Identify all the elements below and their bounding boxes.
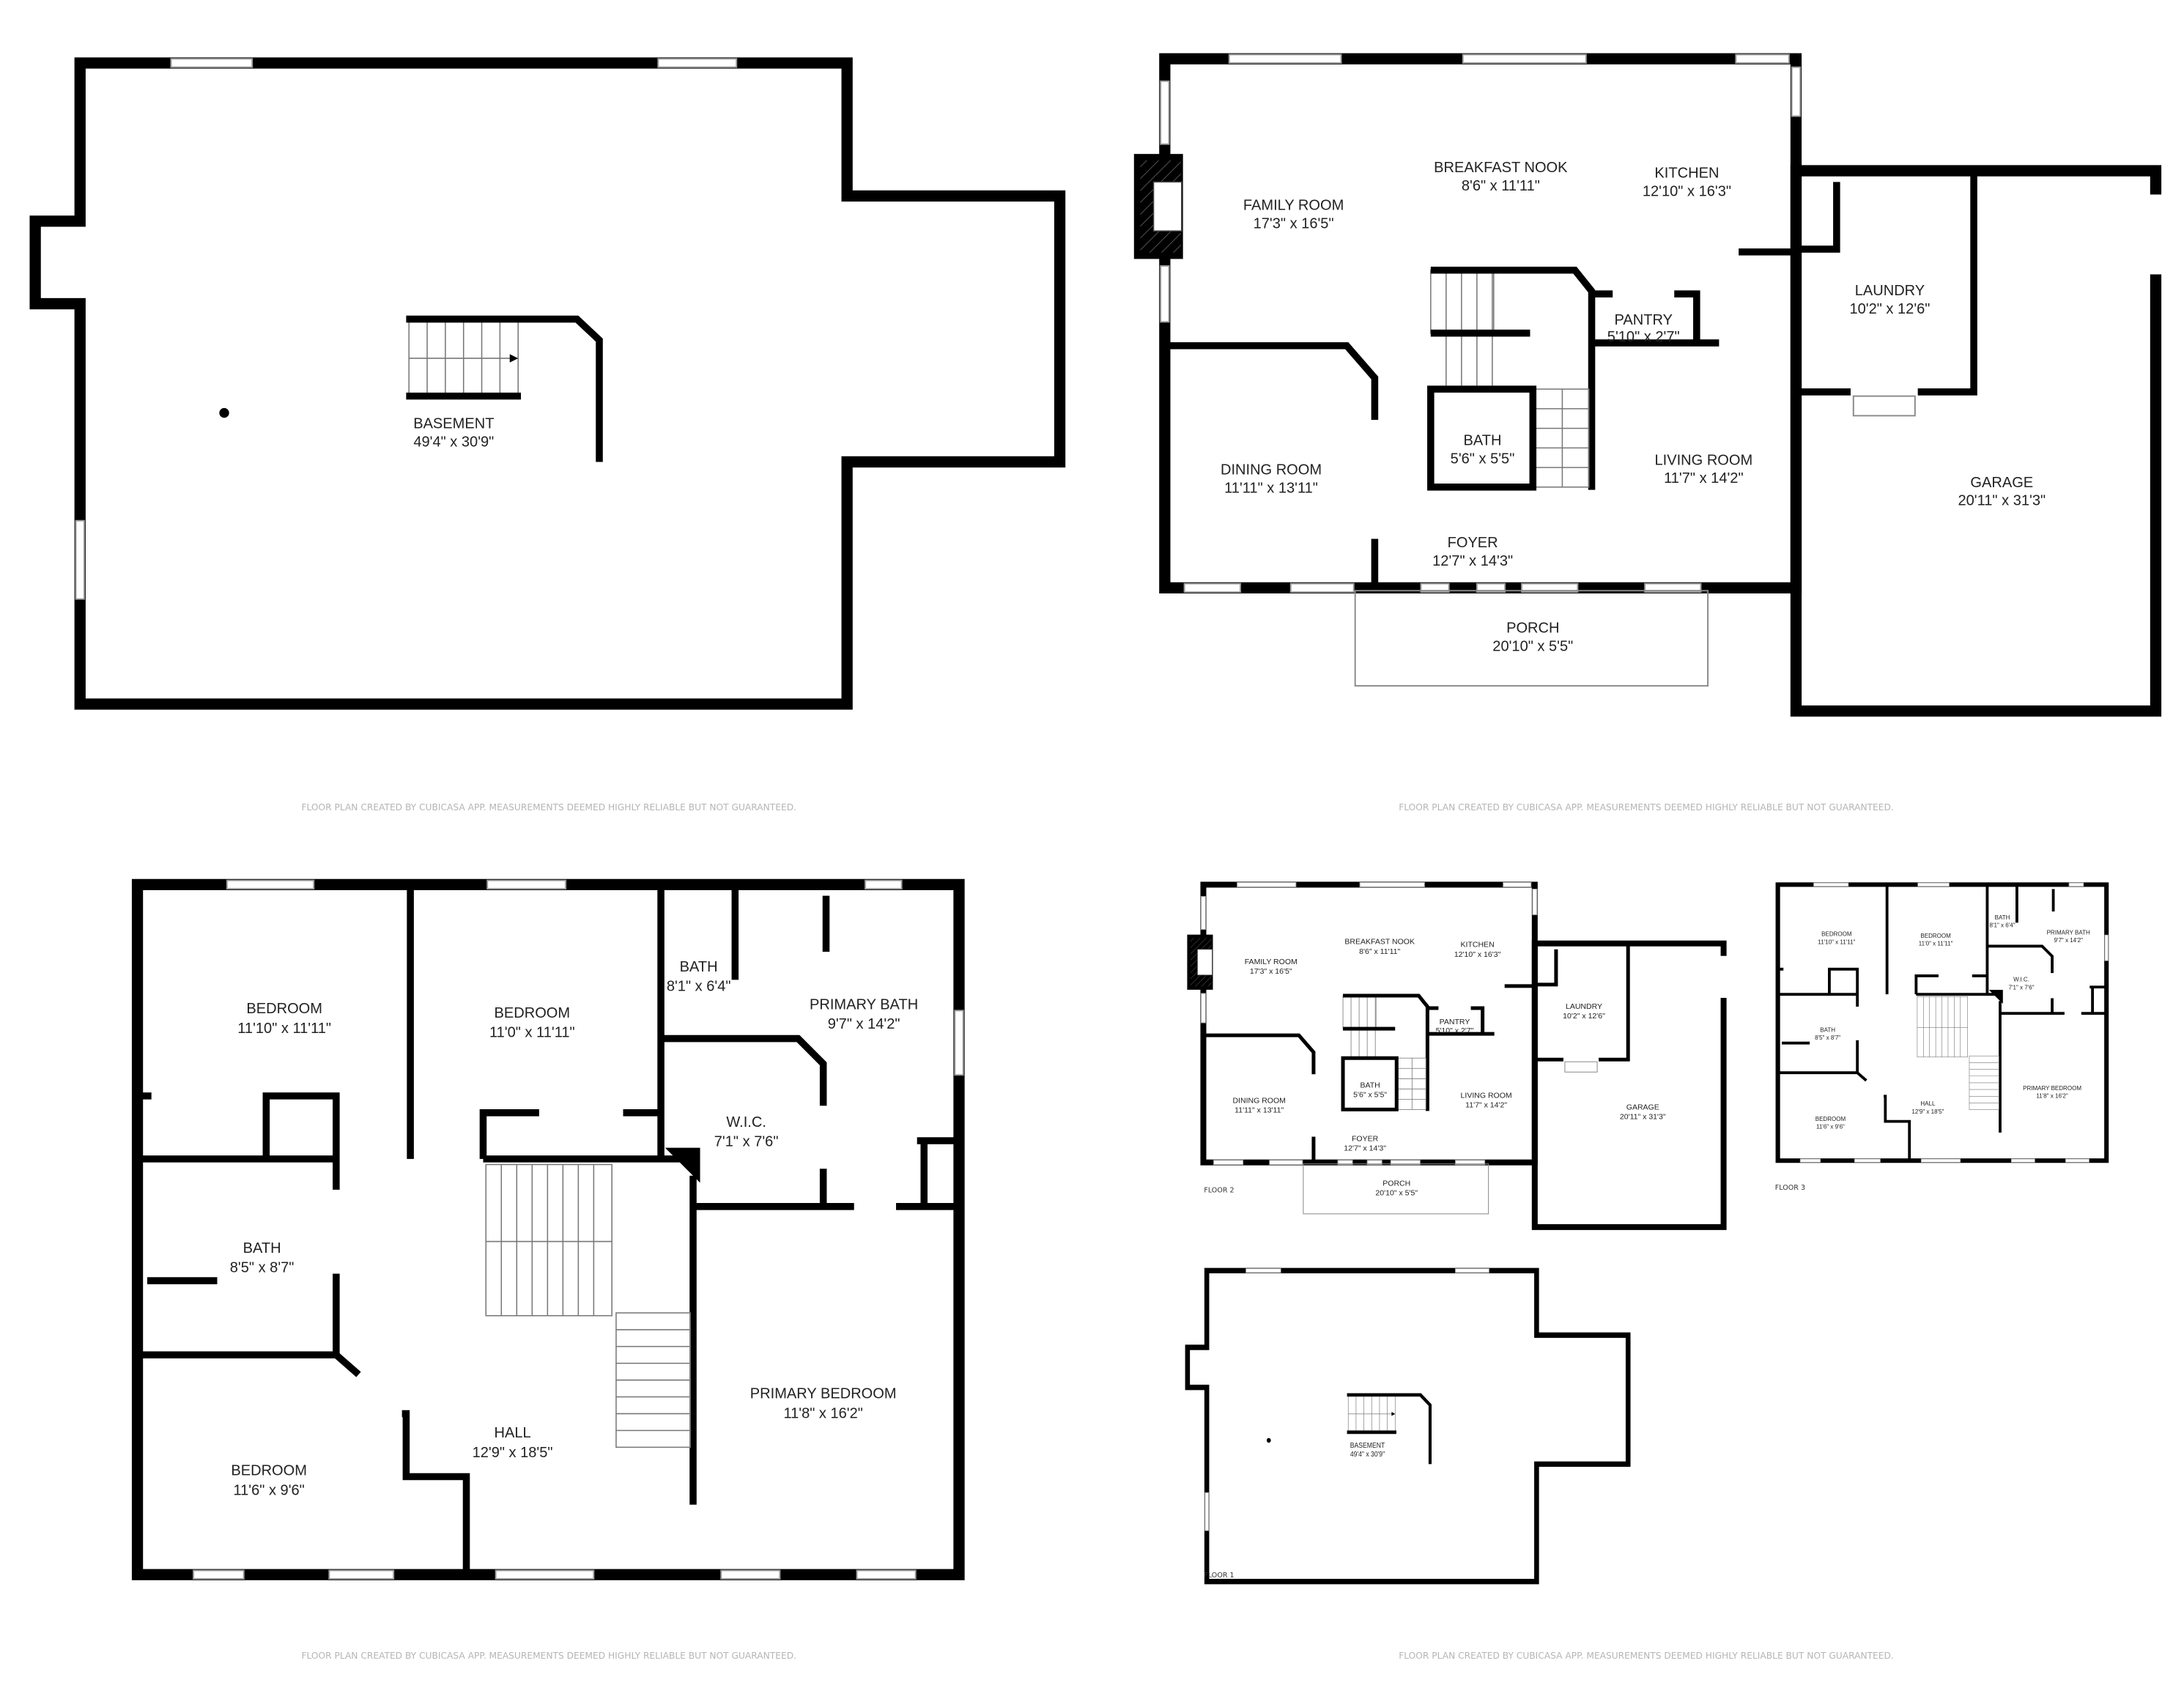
overview-floor-3 — [1778, 883, 2109, 1162]
room-label: DINING ROOM — [1221, 462, 1322, 478]
room-label: 11'8" x 16'2" — [783, 1405, 862, 1421]
window — [170, 58, 253, 68]
disclaimer: FLOOR PLAN CREATED BY CUBICASA APP. MEAS… — [301, 802, 796, 812]
room-label: 20'10" x 5'5" — [1492, 638, 1573, 654]
room-label: PANTRY — [1614, 312, 1672, 328]
floor-3-label: FLOOR 3 — [1775, 1184, 1805, 1192]
disclaimer: FLOOR PLAN CREATED BY CUBICASA APP. MEAS… — [301, 1651, 796, 1661]
room-label: FAMILY ROOM — [1243, 198, 1344, 214]
garage-wall — [1790, 165, 2162, 717]
room-label: PRIMARY BATH — [810, 996, 918, 1013]
overview-floor-1 — [1188, 1269, 1628, 1582]
room-label: PORCH — [1506, 621, 1559, 637]
room-label: BATH — [1464, 433, 1502, 449]
room-label: PRIMARY BEDROOM — [750, 1386, 897, 1402]
basement-outer-wall — [29, 57, 1066, 710]
room-label: 9'7" x 14'2" — [828, 1016, 900, 1032]
room-label: BATH — [680, 959, 718, 975]
main-outer-wall — [1159, 53, 1802, 594]
room-label: 11'0" x 11'11" — [489, 1025, 575, 1041]
floor-drain-icon — [219, 407, 229, 418]
room-label: KITCHEN — [1654, 166, 1719, 182]
room-label: BEDROOM — [495, 1005, 571, 1021]
room-label: 11'11" x 13'11" — [1224, 480, 1318, 496]
disclaimer: FLOOR PLAN CREATED BY CUBICASA APP. MEAS… — [1399, 802, 1894, 812]
room-label: HALL — [494, 1425, 530, 1441]
room-label: BATH — [243, 1240, 281, 1256]
room-label: GARAGE — [1970, 475, 2033, 491]
room-label: 12'7" x 14'3" — [1432, 553, 1513, 569]
room-label: 11'7" x 14'2" — [1664, 470, 1743, 486]
floor-2-label: FLOOR 2 — [1204, 1187, 1234, 1195]
stair-wall — [406, 315, 603, 462]
room-label: LAUNDRY — [1855, 283, 1925, 299]
floor-1-plan: BASEMENT 49'4" x 30'9" — [29, 57, 1066, 710]
disclaimer: FLOOR PLAN CREATED BY CUBICASA APP. MEAS… — [1399, 1651, 1894, 1661]
overview-floor-2 — [1187, 882, 1723, 1226]
room-label: 8'5" x 8'7" — [230, 1260, 295, 1276]
window — [75, 519, 85, 600]
bath-wall — [1427, 385, 1537, 491]
room-label: 5'10" x 2'7" — [1607, 329, 1680, 345]
room-label: 11'10" x 11'11" — [237, 1021, 331, 1037]
porch — [1354, 590, 1709, 687]
room-label: 5'6" x 5'5" — [1451, 451, 1515, 467]
room-label: FOYER — [1448, 535, 1498, 551]
room-label: 20'11" x 31'3" — [1958, 493, 2046, 509]
pantry-wall — [1591, 290, 1720, 347]
fireplace-icon — [1133, 154, 1183, 259]
floor-3-plan: BEDROOM 11'10" x 11'11" BEDROOM 11'0" x 11… — [131, 878, 965, 1580]
room-label: BEDROOM — [231, 1463, 307, 1479]
room-dims-basement: 49'4" x 30'9" — [413, 434, 494, 450]
room-name-basement: BASEMENT — [413, 416, 494, 432]
room-label: 8'6" x 11'11" — [1462, 178, 1540, 194]
room-label: BEDROOM — [246, 1001, 322, 1017]
room-label: 12'9" x 18'5" — [473, 1445, 553, 1461]
room-label: W.I.C. — [726, 1114, 766, 1130]
wic-corner — [665, 1147, 700, 1183]
room-label: 17'3" x 16'5" — [1254, 215, 1334, 232]
floor-3-outer-wall — [131, 878, 965, 1580]
room-label: LIVING ROOM — [1655, 452, 1753, 468]
room-label: BREAKFAST NOOK — [1434, 160, 1568, 176]
window — [657, 58, 738, 68]
basement-stairs — [406, 319, 522, 400]
stairs — [485, 1163, 691, 1448]
room-label: 11'6" x 9'6" — [234, 1482, 305, 1498]
room-label: 10'2" x 12'6" — [1849, 301, 1930, 317]
room-label: 12'10" x 16'3" — [1643, 183, 1731, 199]
room-label: 7'1" x 7'6" — [714, 1134, 779, 1150]
dining-room-wall — [1169, 342, 1379, 421]
floor-1-label: FLOOR 1 — [1204, 1572, 1234, 1580]
room-label: 8'1" x 6'4" — [667, 979, 731, 995]
